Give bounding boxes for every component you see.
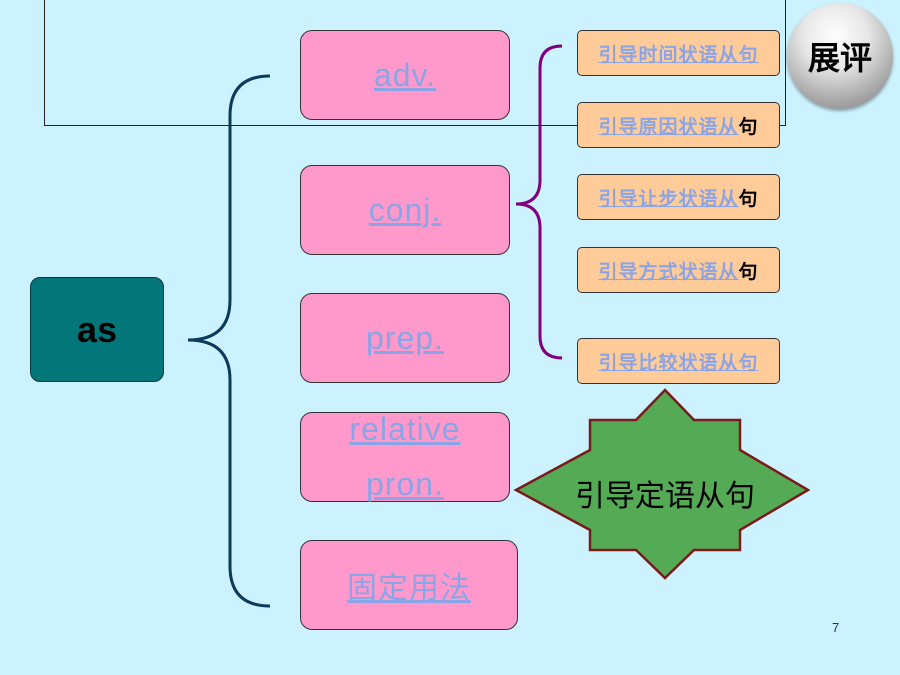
clause-reason-label: 引导原因状语从 bbox=[598, 115, 739, 138]
pos-pron-label: pron. bbox=[366, 466, 444, 502]
attributive-clause-label: 引导定语从句 bbox=[575, 479, 755, 514]
clause-reason-tail: 句 bbox=[738, 115, 759, 138]
pos-adv-label: adv. bbox=[373, 56, 437, 93]
root-word-as: as bbox=[30, 277, 164, 382]
clause-concession-tail: 句 bbox=[738, 187, 759, 210]
pos-prep-label: prep. bbox=[366, 319, 444, 356]
page-number: 7 bbox=[832, 620, 840, 635]
pos-relative-pron-link[interactable]: relative pron. bbox=[300, 411, 510, 502]
conj-brace bbox=[515, 44, 563, 360]
pos-fixed-usage-link[interactable]: 固定用法 bbox=[300, 540, 518, 630]
clause-reason-link[interactable]: 引导原因状语从句 bbox=[577, 102, 780, 148]
main-brace bbox=[187, 74, 271, 608]
pos-prep-link[interactable]: prep. bbox=[300, 293, 510, 383]
review-button[interactable]: 展评 bbox=[787, 3, 893, 109]
clause-manner-label: 引导方式状语从 bbox=[598, 260, 739, 283]
pos-relative-label: relative bbox=[349, 411, 461, 447]
clause-comparison-label: 引导比较状语从句 bbox=[598, 351, 759, 374]
clause-manner-link[interactable]: 引导方式状语从句 bbox=[577, 247, 780, 293]
clause-manner-tail: 句 bbox=[738, 260, 759, 283]
outline-frame bbox=[44, 0, 786, 126]
clause-concession-label: 引导让步状语从 bbox=[598, 187, 739, 210]
pos-fixed-usage-label: 固定用法 bbox=[347, 571, 471, 606]
clause-time-label: 引导时间状语从句 bbox=[598, 43, 759, 66]
clause-time-link[interactable]: 引导时间状语从句 bbox=[577, 30, 780, 76]
pos-conj-link[interactable]: conj. bbox=[300, 165, 510, 255]
clause-concession-link[interactable]: 引导让步状语从句 bbox=[577, 174, 780, 220]
clause-comparison-link[interactable]: 引导比较状语从句 bbox=[577, 338, 780, 384]
pos-conj-label: conj. bbox=[368, 191, 442, 228]
root-label: as bbox=[76, 308, 118, 350]
pos-adv-link[interactable]: adv. bbox=[300, 30, 510, 120]
review-button-label: 展评 bbox=[807, 39, 872, 77]
attributive-clause-star bbox=[513, 388, 811, 580]
